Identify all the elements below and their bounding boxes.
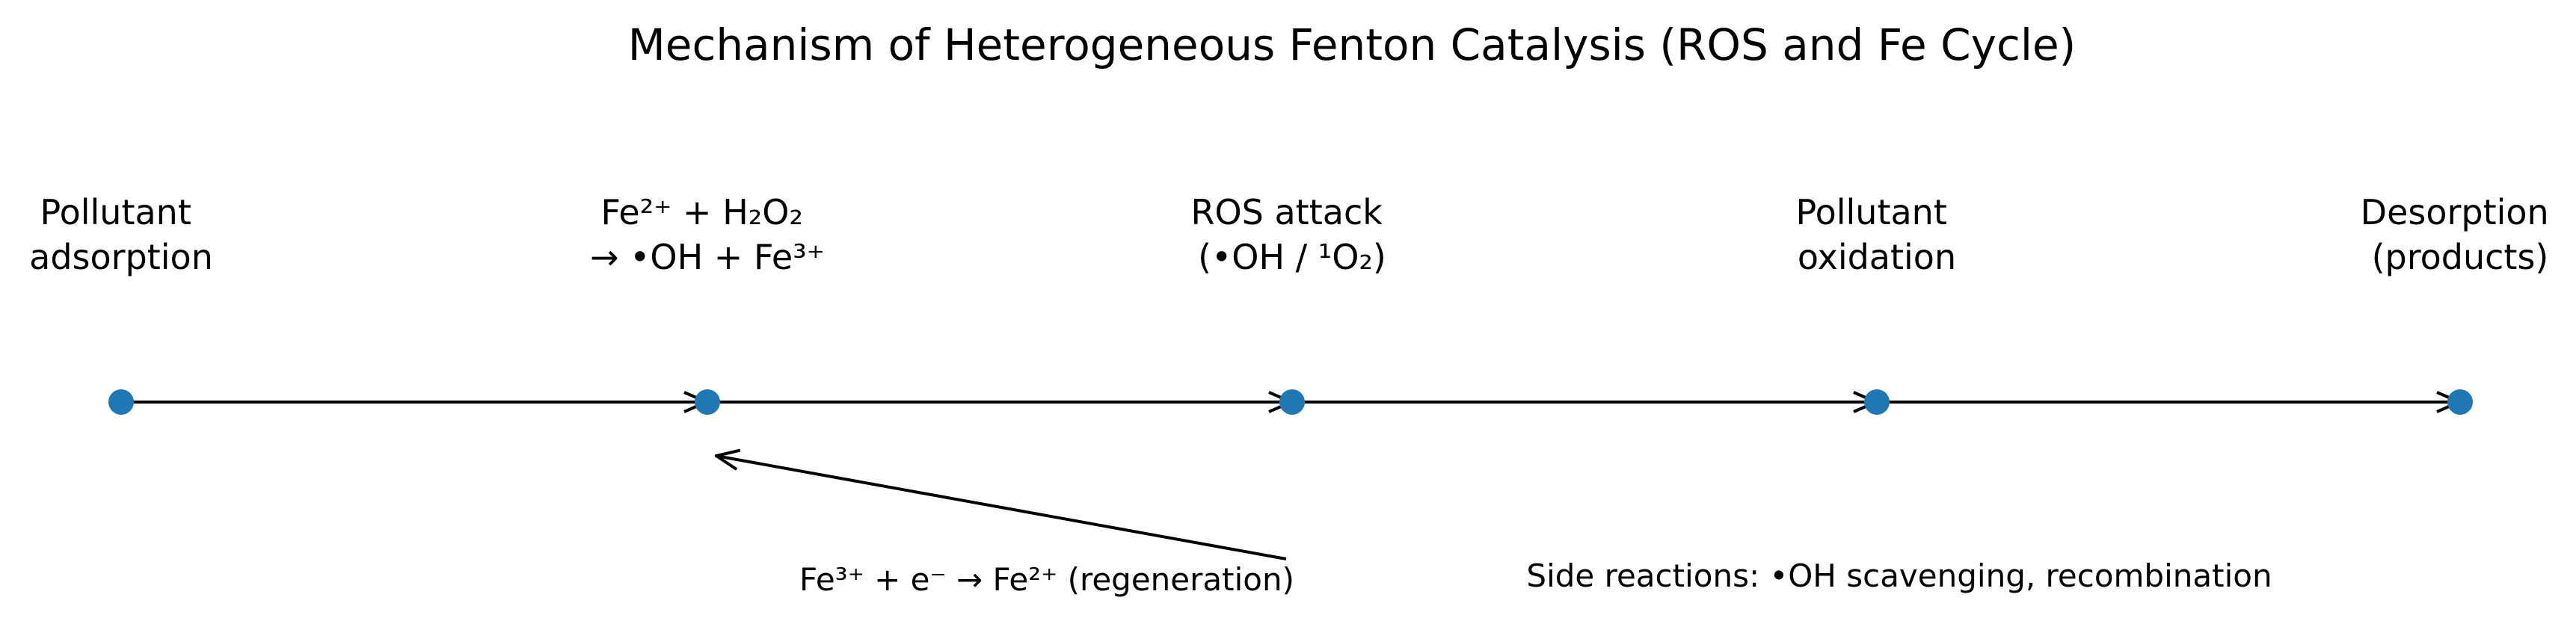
regeneration-label: Fe³⁺ + e⁻ → Fe²⁺ (regeneration)	[799, 561, 1294, 598]
step-label-ros-attack-line-2: (•OH / ¹O₂)	[1198, 237, 1386, 277]
step-label-oxidation: Pollutant oxidation	[1796, 192, 1958, 277]
step-nodes	[108, 389, 2473, 415]
regeneration-arrow	[716, 456, 1287, 560]
node-fenton	[695, 389, 720, 415]
step-label-adsorption: Pollutant adsorption	[29, 192, 213, 277]
diagram-title: Mechanism of Heterogeneous Fenton Cataly…	[628, 19, 2077, 70]
step-label-adsorption-line-2: adsorption	[29, 237, 213, 277]
step-label-fenton-line-1: Fe²⁺ + H₂O₂	[600, 192, 802, 232]
side-reactions-label: Side reactions: •OH scavenging, recombin…	[1526, 557, 2272, 594]
step-labels: Pollutant adsorption Fe²⁺ + H₂O₂ → •OH +…	[29, 192, 2560, 277]
step-label-fenton: Fe²⁺ + H₂O₂ → •OH + Fe³⁺	[590, 192, 825, 277]
step-label-desorption-line-2: (products)	[2372, 237, 2549, 277]
step-label-adsorption-line-1: Pollutant	[40, 192, 191, 232]
node-adsorption	[108, 389, 134, 415]
node-desorption	[2447, 389, 2473, 415]
step-label-desorption: Desorption (products)	[2361, 192, 2560, 277]
step-label-desorption-line-1: Desorption	[2361, 192, 2549, 232]
node-oxidation	[1864, 389, 1890, 415]
step-label-fenton-line-2: → •OH + Fe³⁺	[590, 237, 825, 277]
node-ros-attack	[1279, 389, 1305, 415]
step-label-oxidation-line-1: Pollutant	[1796, 192, 1947, 232]
step-label-ros-attack-line-1: ROS attack	[1191, 192, 1383, 232]
step-label-oxidation-line-2: oxidation	[1798, 237, 1956, 277]
step-label-ros-attack: ROS attack (•OH / ¹O₂)	[1191, 192, 1394, 277]
